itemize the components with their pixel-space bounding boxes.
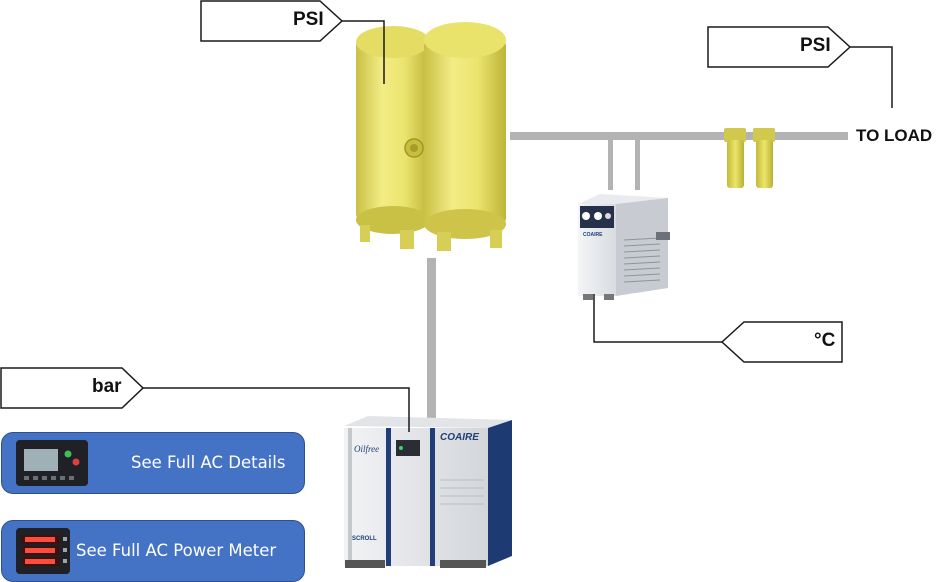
tag-connectors [143,20,893,432]
dryer-pipe-right [635,140,640,190]
controller-panel-icon [16,440,88,486]
power-meter-icon [16,528,70,574]
air-compressor [344,416,512,568]
air-receiver-tanks [356,22,506,251]
tank-pressure-tag [200,0,344,42]
ac-details-button[interactable]: See Full AC Details [1,432,305,494]
inline-filters [724,128,775,188]
riser-pipe [427,258,436,418]
dryer-temperature-unit: °C [814,330,836,351]
compressor-pressure-tag [0,367,145,409]
air-dryer [578,194,670,300]
ac-power-meter-button-label: See Full AC Power Meter [76,541,277,560]
load-pressure-tag [707,26,852,68]
compressor-pressure-unit: bar [92,376,122,397]
measurement-tags [0,0,852,409]
load-pressure-unit: PSI [800,35,831,56]
ac-power-meter-button[interactable]: See Full AC Power Meter [1,520,305,582]
pipes [427,132,848,418]
dryer-brand: COAIRE [583,232,603,238]
dryer-temperature-tag [720,321,843,363]
tank-pressure-unit: PSI [293,9,324,30]
to-load-label: TO LOAD [856,126,933,145]
compressor-brand: COAIRE [440,432,479,443]
compressor-model-text: Oilfree [354,444,380,454]
main-pipe [510,132,848,140]
dryer-pipe-left [608,140,613,190]
compressor-scroll-text: SCROLL [352,536,377,542]
ac-details-button-label: See Full AC Details [131,453,286,472]
